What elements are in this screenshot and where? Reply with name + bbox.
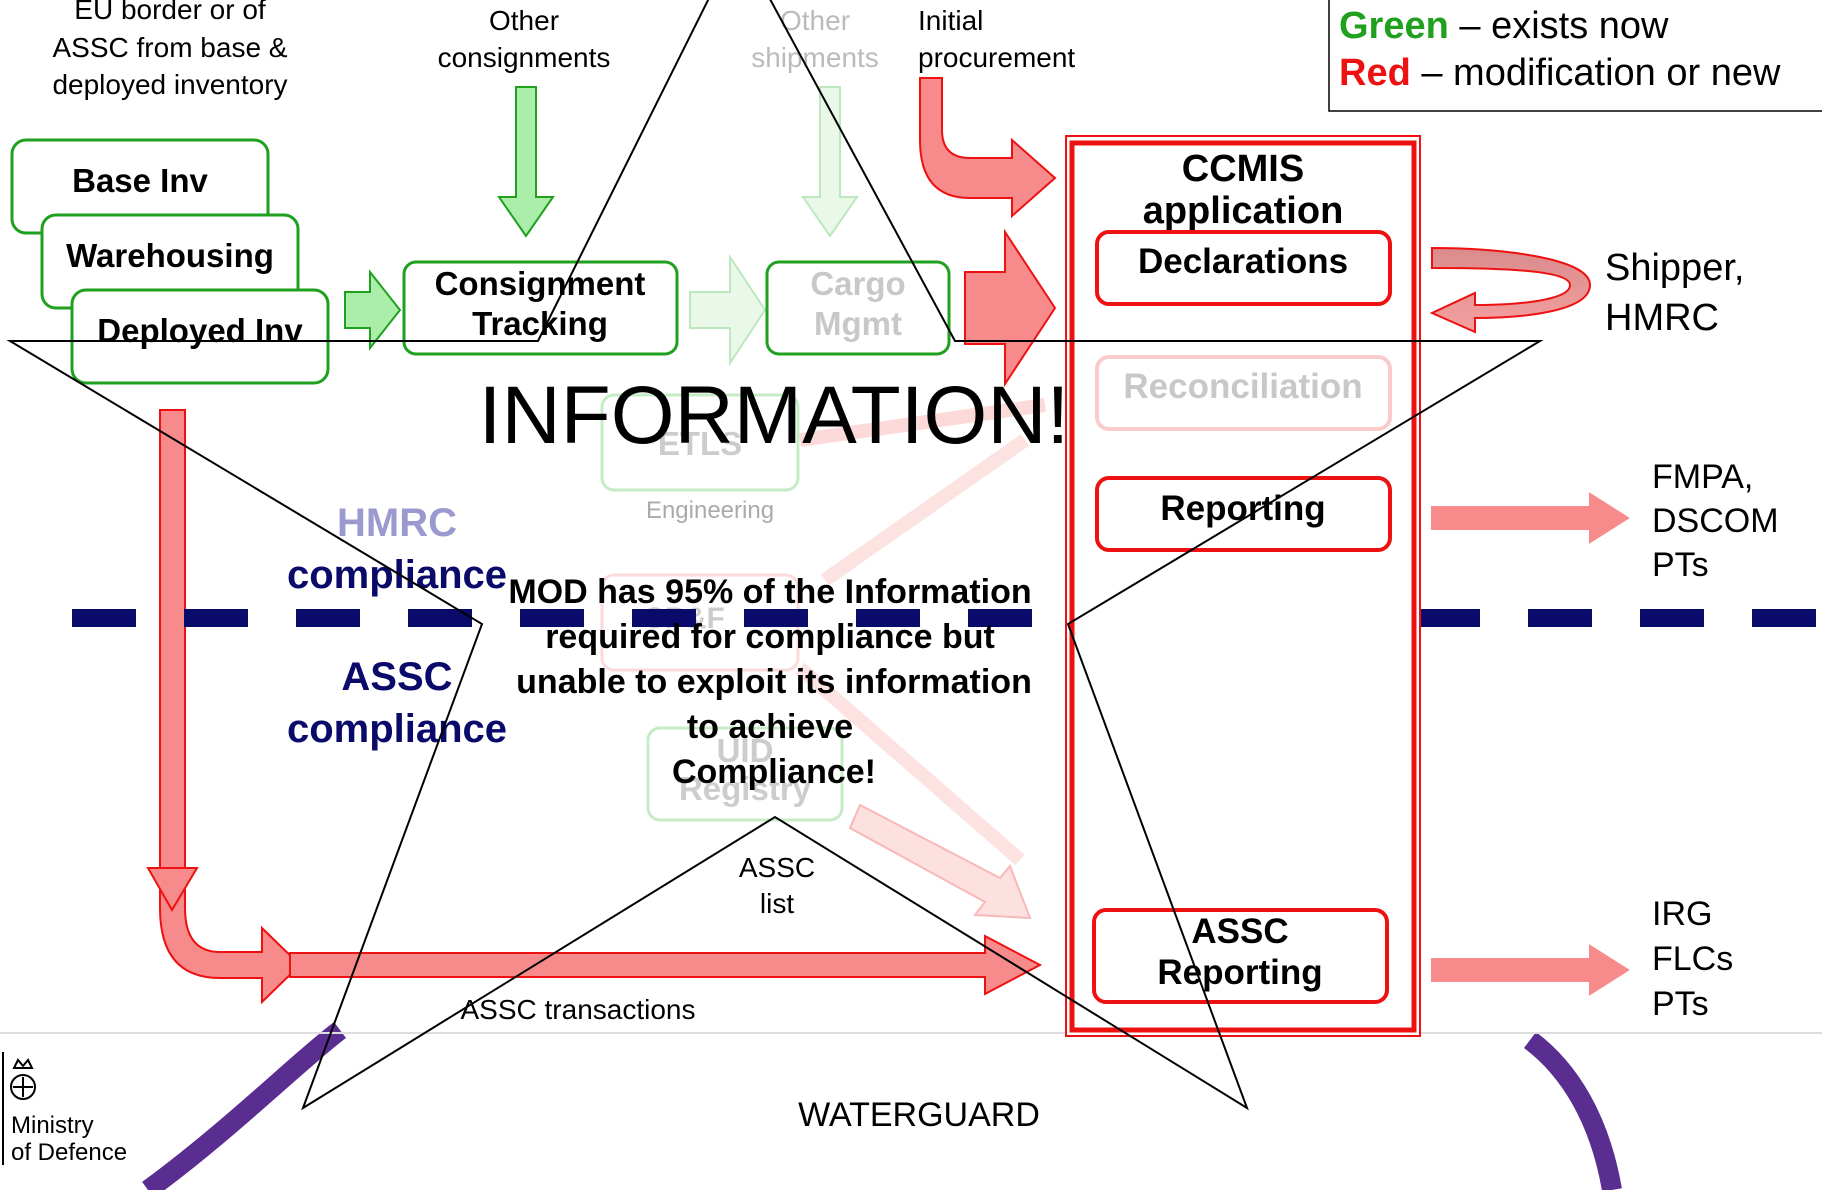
uid-to-assc-arrow <box>848 803 1032 920</box>
consignment-tracking-box <box>402 260 679 356</box>
legend-red: Red – modification or new <box>1339 52 1781 94</box>
assc-reporting-line2: Reporting <box>1157 953 1322 992</box>
star-message-line4: to achieve <box>687 708 853 746</box>
assc-transactions-label: ASSC transactions <box>461 994 696 1025</box>
fmpa-line1: FMPA, <box>1652 458 1753 496</box>
etls-box <box>600 393 800 492</box>
eu-border-line3: deployed inventory <box>52 69 287 100</box>
inventory-stack: Base Inv Warehousing Deployed Inv <box>10 138 330 385</box>
green-arrow-consignments <box>497 86 555 238</box>
assc-list-line2: list <box>760 888 794 919</box>
etls-label: ETLS <box>658 425 742 462</box>
ccmis-title-line1: CCMIS <box>1182 148 1304 190</box>
assc-down-arrowhead <box>146 867 199 912</box>
shipper-line1: Shipper, <box>1605 247 1744 289</box>
green-arrow-shipments <box>801 86 859 238</box>
cpf-to-assc-arrow <box>795 662 1025 866</box>
assc-compliance-line1: ASSC <box>341 655 452 699</box>
legend-box <box>1328 0 1822 112</box>
cpf-to-ccmis-arrow <box>820 434 1030 586</box>
other-consignments-line1: Other <box>489 5 559 36</box>
uid-registry-line2: Registry <box>679 770 812 807</box>
legend-green: Green – exists now <box>1339 5 1669 47</box>
reporting-box <box>1095 476 1392 552</box>
eu-border-line1: EU border or of <box>74 0 266 25</box>
hmrc-compliance-line2: compliance <box>287 553 507 597</box>
deployed-inv-box <box>70 288 330 385</box>
green-arrow-tracking-to-cargo <box>689 253 767 367</box>
uid-registry-box <box>646 726 844 822</box>
other-shipments-line1: Other <box>780 5 850 36</box>
assc-reporting-line1: ASSC <box>1191 912 1288 951</box>
red-arrow-cargo-to-ccmis <box>964 228 1057 388</box>
fmpa-line2: DSCOM <box>1652 502 1779 540</box>
royal-crest-icon <box>10 1058 36 1100</box>
hmrc-compliance-line1: HMRC <box>337 501 457 545</box>
uid-registry-line1: UID <box>717 732 774 769</box>
procurement-arrow <box>919 77 1057 219</box>
eu-border-line2: ASSC from base & <box>53 32 288 63</box>
footer-swoosh-left <box>142 1022 347 1190</box>
reporting-output-arrow <box>1431 492 1630 544</box>
declarations-label: Declarations <box>1138 242 1348 281</box>
star-message-line2: required for compliance but <box>545 618 995 656</box>
mod-logo: Ministry of Defence <box>2 1052 127 1166</box>
irg-line1: IRG <box>1652 895 1712 933</box>
consignment-tracking-line1: Consignment <box>435 265 646 302</box>
base-inv-label: Base Inv <box>72 162 208 199</box>
information-star <box>6 0 1544 1111</box>
other-consignments-line2: consignments <box>438 42 611 73</box>
legend: Green – exists now Red – modification or… <box>1328 0 1822 112</box>
reconciliation-label: Reconciliation <box>1123 367 1362 406</box>
information-headline: INFORMATION! <box>479 370 1070 461</box>
other-shipments-line2: shipments <box>751 42 879 73</box>
etls-to-ccmis-arrow <box>799 398 1046 447</box>
initial-procurement-line1: Initial <box>918 5 983 36</box>
reporting-label: Reporting <box>1160 489 1325 528</box>
star-message-line5: Compliance! <box>672 753 876 791</box>
irg-line2: FLCs <box>1652 940 1733 978</box>
assc-output-arrow <box>1431 944 1630 996</box>
initial-procurement-line2: procurement <box>918 42 1075 73</box>
cargo-mgmt-line1: Cargo <box>810 265 905 302</box>
assc-compliance-line2: compliance <box>287 707 507 751</box>
star-message-line1: MOD has 95% of the Information <box>508 573 1031 611</box>
mod-logo-line1: Ministry <box>11 1112 94 1139</box>
fmpa-line3: PTs <box>1652 546 1709 584</box>
green-arrow-inventory-to-tracking <box>344 269 402 351</box>
ccmis-title-line2: application <box>1143 190 1344 232</box>
mod-logo-line2: of Defence <box>11 1139 127 1166</box>
reconciliation-box <box>1095 355 1392 431</box>
irg-line3: PTs <box>1652 985 1709 1023</box>
ccmis-inner-box <box>1069 140 1417 1033</box>
footer-swoosh-right <box>1523 1032 1622 1190</box>
warehousing-label: Warehousing <box>66 237 274 274</box>
cargo-mgmt-box <box>765 260 951 356</box>
shipper-line2: HMRC <box>1605 297 1719 339</box>
star-message-line3: unable to exploit its information <box>516 663 1032 701</box>
assc-transactions-shaft <box>289 934 1043 996</box>
assc-reporting-box <box>1092 908 1389 1004</box>
cargo-mgmt-line2: Mgmt <box>814 305 902 342</box>
assc-list-line1: ASSC <box>739 852 815 883</box>
deployed-inv-label: Deployed Inv <box>97 312 303 349</box>
waterguard-brand: WATERGUARD <box>798 1096 1040 1134</box>
declarations-box <box>1095 230 1392 306</box>
declarations-curl-arrow <box>1429 246 1592 334</box>
engineering-label: Engineering <box>646 497 774 524</box>
assc-transactions-arrow <box>159 409 302 1005</box>
